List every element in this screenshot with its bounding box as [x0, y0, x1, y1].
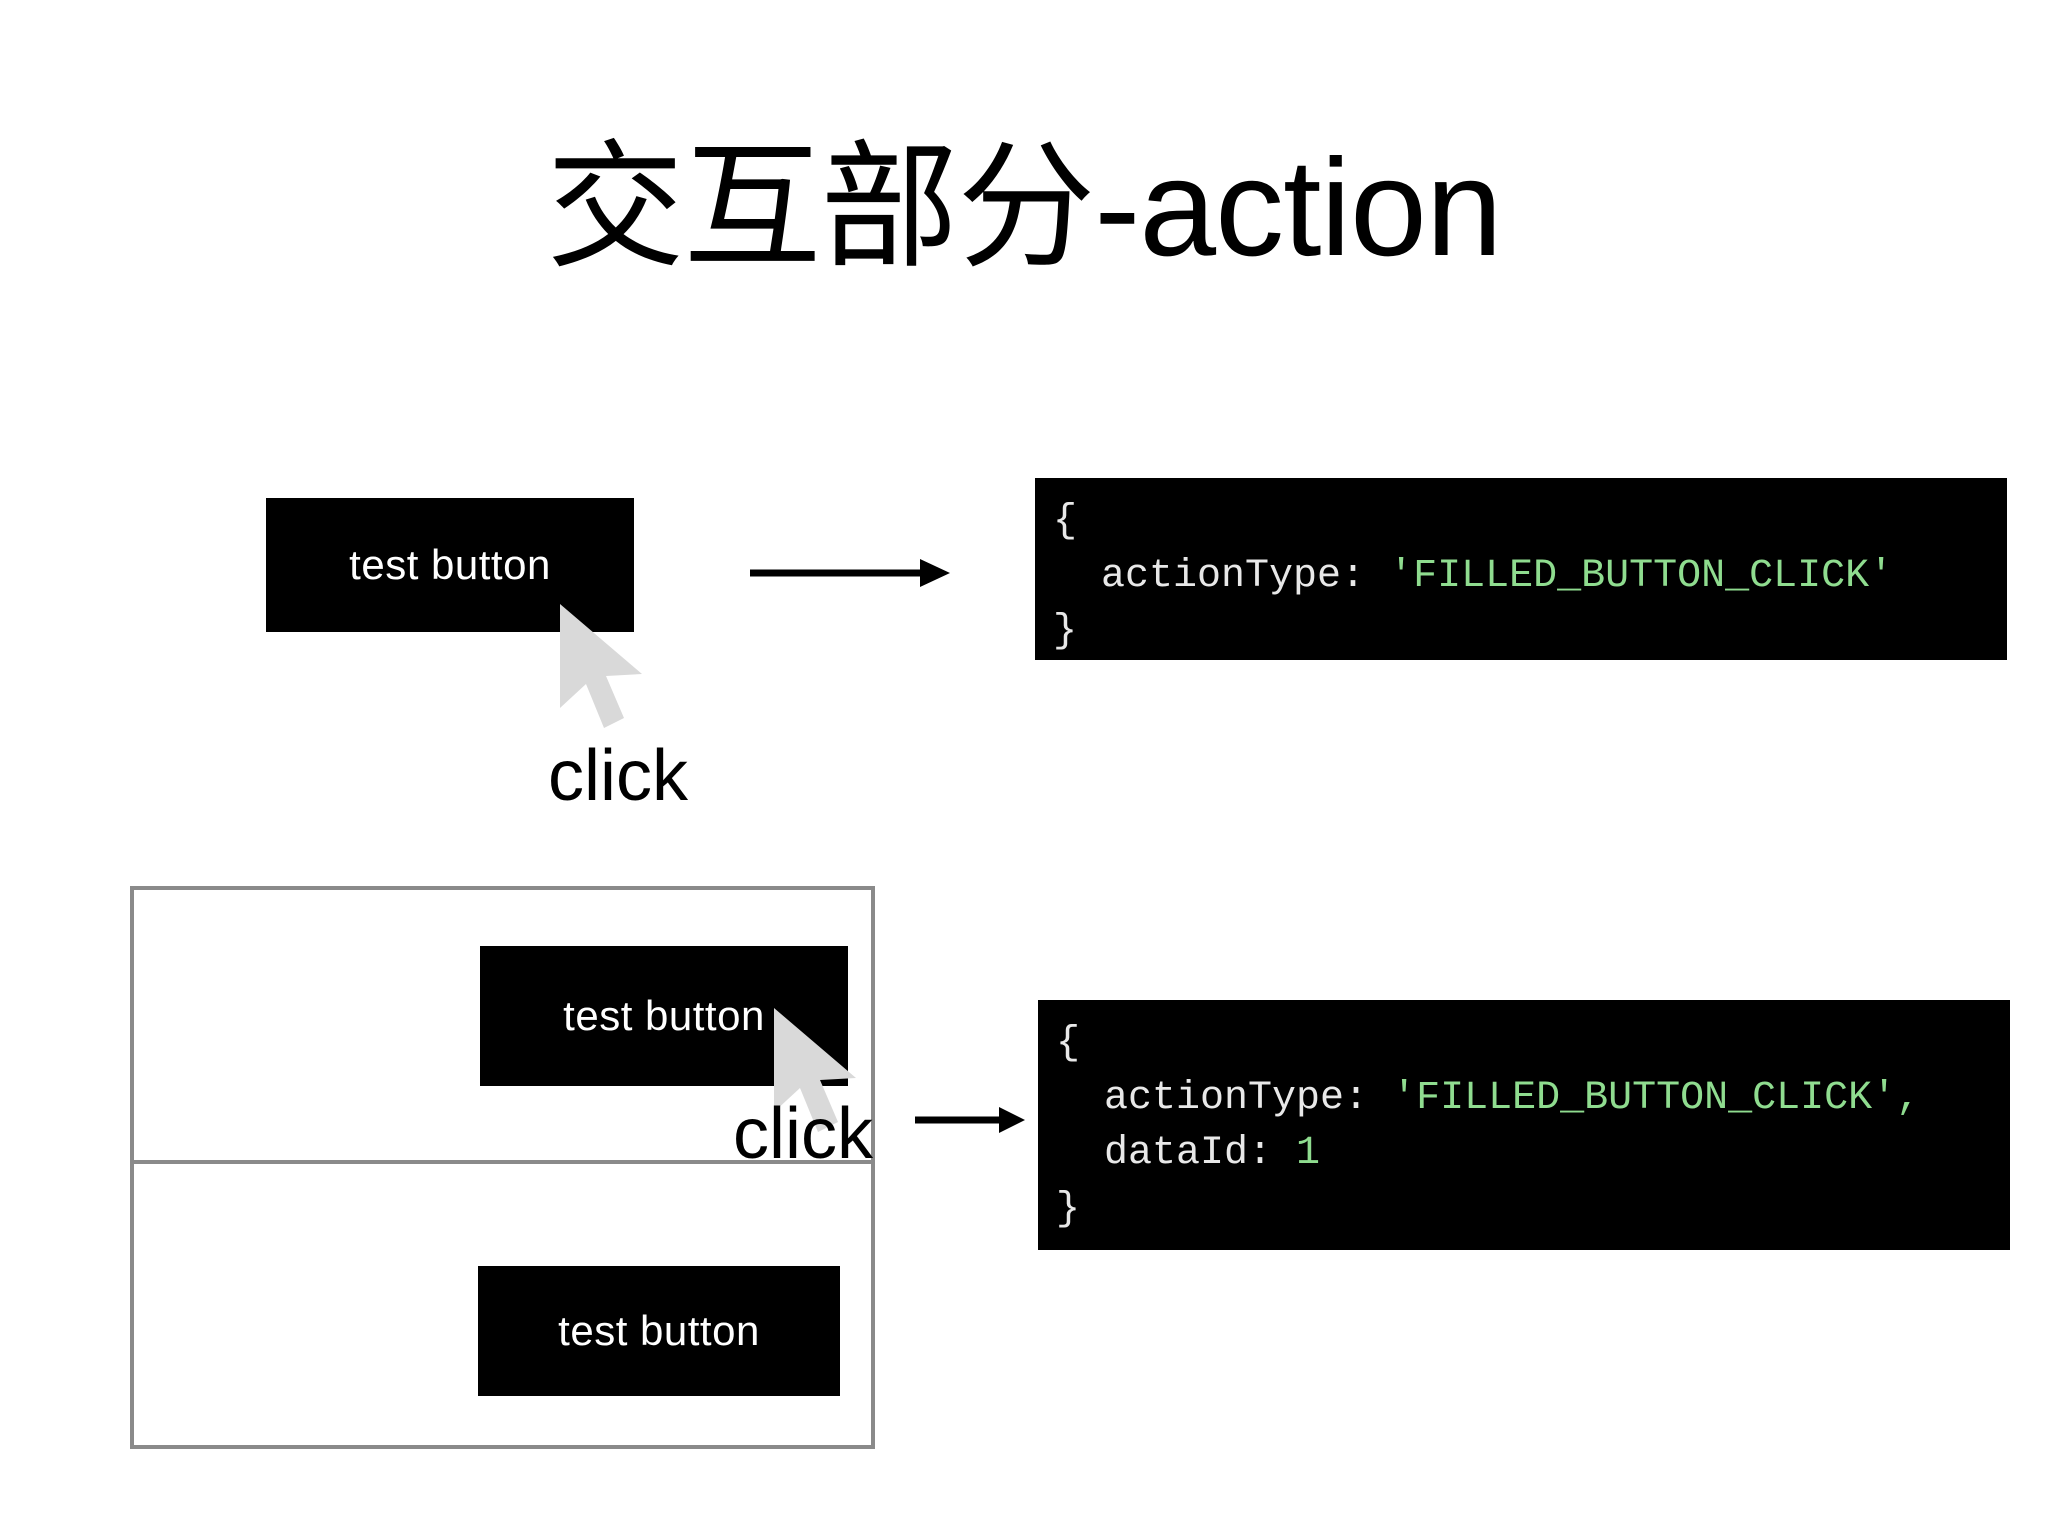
code-line-open-brace: {: [1056, 1021, 1081, 1066]
action-payload-code-list: {actionType: 'FILLED_BUTTON_CLICK',dataI…: [1038, 1000, 2010, 1250]
page-title: 交互部分-action: [546, 131, 1502, 285]
code-value-action-type: 'FILLED_BUTTON_CLICK',: [1392, 1076, 1921, 1122]
test-button-label: test button: [349, 541, 551, 588]
test-button-standalone[interactable]: test button: [266, 498, 634, 632]
list-row-divider: [134, 1160, 871, 1164]
code-line-close-brace: }: [1056, 1186, 1081, 1232]
test-button-label: test button: [558, 1307, 760, 1354]
test-button-row-2[interactable]: test button: [478, 1266, 840, 1396]
code-line-action-type: actionType: 'FILLED_BUTTON_CLICK': [1035, 549, 2007, 604]
code-line-data-id: dataId: 1: [1038, 1126, 2010, 1181]
code-key-action-type: actionType:: [1101, 554, 1366, 600]
code-key-action-type: actionType:: [1104, 1076, 1369, 1122]
code-line-close-brace: }: [1053, 609, 1078, 655]
action-payload-code-standalone: { actionType: 'FILLED_BUTTON_CLICK'}: [1035, 478, 2007, 660]
code-line-open-brace: {: [1053, 499, 1078, 544]
arrow-right-icon: [750, 559, 950, 587]
test-button-label: test button: [563, 992, 765, 1039]
click-annotation-label: click: [548, 736, 688, 816]
code-line-action-type: actionType: 'FILLED_BUTTON_CLICK',: [1038, 1071, 2010, 1126]
code-key-data-id: dataId:: [1104, 1131, 1273, 1177]
list-container: [130, 886, 875, 1449]
click-annotation-label: click: [733, 1094, 873, 1174]
code-value-action-type: 'FILLED_BUTTON_CLICK': [1389, 554, 1894, 600]
arrow-right-icon: [915, 1107, 1025, 1133]
code-value-data-id: 1: [1296, 1131, 1321, 1177]
test-button-row-1[interactable]: test button: [480, 946, 848, 1086]
